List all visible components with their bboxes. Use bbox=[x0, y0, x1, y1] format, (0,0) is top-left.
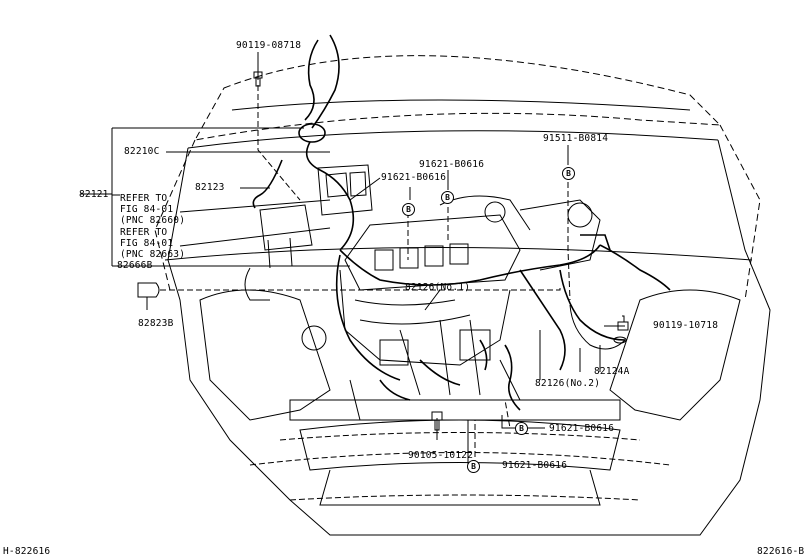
label-82210C: 82210C bbox=[124, 146, 160, 157]
marker-b-4: B bbox=[515, 422, 528, 435]
label-91621-B0616-upper-left: 91621-B0616 bbox=[381, 172, 447, 183]
ref1-line2: FIG 84-01 bbox=[120, 204, 174, 215]
dashed-leaders bbox=[160, 85, 571, 466]
footer-right-code: 822616-B bbox=[757, 546, 805, 557]
bolt-90119-08718 bbox=[253, 71, 263, 87]
label-82124A: 82124A bbox=[594, 366, 630, 377]
marker-b-3: B bbox=[562, 167, 575, 180]
label-90119-10718: 90119-10718 bbox=[653, 320, 719, 331]
ref2-line1: REFER TO bbox=[120, 227, 168, 238]
bolt-90119-10718 bbox=[617, 315, 629, 331]
leader-lines bbox=[80, 52, 625, 466]
ref1-line1: REFER TO bbox=[120, 193, 168, 204]
label-90119-08718: 90119-08718 bbox=[236, 40, 302, 51]
label-82121: 82121 bbox=[79, 189, 109, 200]
ref2-line3: (PNC 82663) bbox=[120, 249, 186, 260]
label-82126-no1: 82126(No.1) bbox=[405, 282, 471, 293]
label-82666B: 82666B bbox=[117, 260, 153, 271]
hood-outline bbox=[154, 55, 761, 301]
engine-block bbox=[339, 195, 601, 421]
label-91621-B0616-lower-right: 91621-B0616 bbox=[549, 423, 615, 434]
label-82123: 82123 bbox=[195, 182, 225, 193]
body-outline bbox=[164, 99, 771, 536]
label-91621-B0616-bottom: 91621-B0616 bbox=[502, 460, 568, 471]
marker-b-1: B bbox=[402, 203, 415, 216]
label-91621-B0616-upper-right: 91621-B0616 bbox=[419, 159, 485, 170]
footer-left-code: H-822616 bbox=[3, 546, 51, 557]
label-90105-10122: 90105-10122 bbox=[408, 450, 474, 461]
clamp-82823B bbox=[137, 282, 160, 310]
label-91511-B0814: 91511-B0814 bbox=[543, 133, 609, 144]
harness-cables bbox=[252, 34, 671, 411]
label-82823B: 82823B bbox=[138, 318, 174, 329]
ref2-line2: FIG 84-01 bbox=[120, 238, 174, 249]
relay-block bbox=[244, 164, 373, 351]
ground-strap-82124A bbox=[569, 304, 627, 350]
label-82126-no2: 82126(No.2) bbox=[535, 378, 601, 389]
ref1-line3: (PNC 82660) bbox=[120, 215, 186, 226]
marker-b-2: B bbox=[441, 191, 454, 204]
marker-b-5: B bbox=[467, 460, 480, 473]
bolt-90105-10122 bbox=[431, 411, 443, 431]
